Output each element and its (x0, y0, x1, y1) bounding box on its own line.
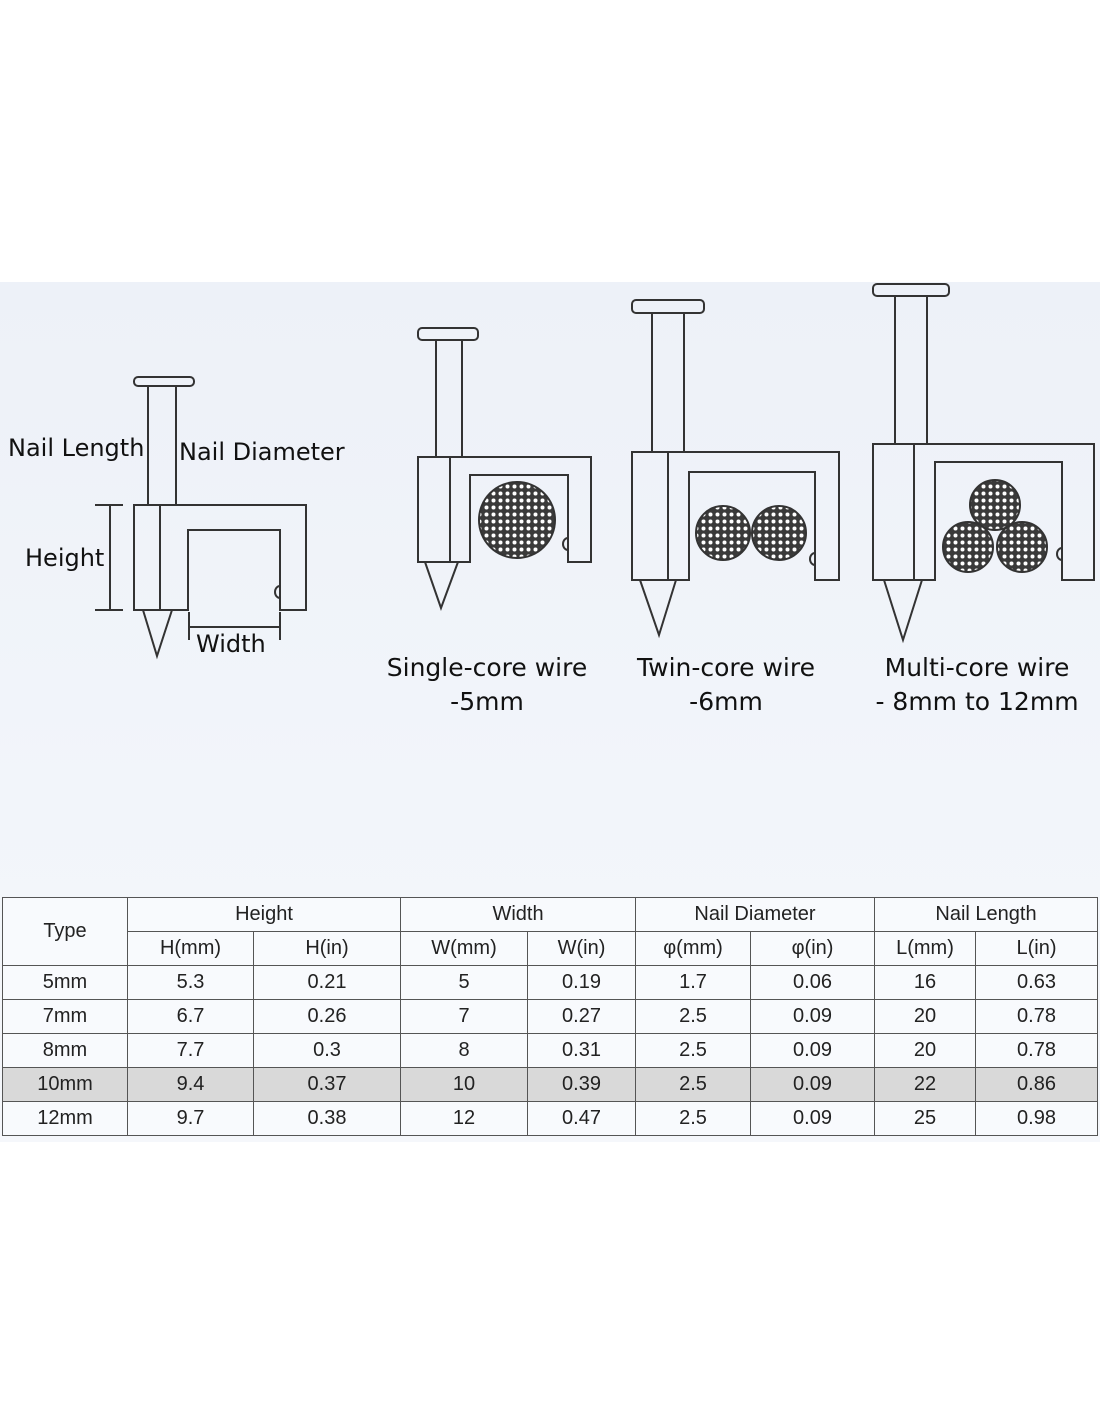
value-cell: 7.7 (127, 1033, 254, 1068)
value-cell: 1.7 (635, 965, 751, 1000)
value-cell: 0.09 (750, 999, 875, 1034)
height-label: Height (25, 544, 105, 572)
value-cell: 20 (874, 999, 976, 1034)
value-cell: 0.39 (527, 1067, 636, 1102)
twin-core-clip-drawing (631, 299, 840, 639)
width-label: Width (196, 630, 266, 658)
value-cell: 0.78 (975, 1033, 1098, 1068)
nail-length-label: Nail Length (8, 434, 145, 462)
value-cell: 0.78 (975, 999, 1098, 1034)
multi-core-clip-drawing (872, 283, 1095, 644)
caption-line: Single-core wire (386, 653, 588, 682)
value-cell: 0.19 (527, 965, 636, 1000)
type-cell: 10mm (2, 1067, 128, 1102)
value-cell: 0.3 (253, 1033, 401, 1068)
value-cell: 9.4 (127, 1067, 254, 1102)
single-core-clip-drawing (417, 327, 592, 611)
dimension-clip-drawing (95, 376, 307, 660)
caption-line: Multi-core wire (884, 653, 1070, 682)
column-header: H(in) (253, 931, 401, 966)
cable-clip-diagrams (95, 283, 1095, 660)
value-cell: 0.09 (750, 1067, 875, 1102)
value-cell: 10 (400, 1067, 528, 1102)
column-header: W(in) (527, 931, 636, 966)
value-cell: 12 (400, 1101, 528, 1136)
group-header: Nail Length (874, 897, 1098, 932)
value-cell: 0.37 (253, 1067, 401, 1102)
value-cell: 20 (874, 1033, 976, 1068)
caption-line: - 8mm to 12mm (875, 687, 1079, 716)
value-cell: 0.63 (975, 965, 1098, 1000)
nail-diameter-label: Nail Diameter (179, 438, 345, 466)
value-cell: 0.31 (527, 1033, 636, 1068)
type-cell: 5mm (2, 965, 128, 1000)
column-header: L(mm) (874, 931, 976, 966)
value-cell: 0.09 (750, 1033, 875, 1068)
value-cell: 22 (874, 1067, 976, 1102)
column-header: L(in) (975, 931, 1098, 966)
value-cell: 0.06 (750, 965, 875, 1000)
twin-core-caption: Twin-core wire -6mm (637, 651, 815, 719)
single-core-caption: Single-core wire -5mm (387, 651, 587, 719)
value-cell: 2.5 (635, 999, 751, 1034)
type-cell: 8mm (2, 1033, 128, 1068)
caption-line: -5mm (450, 687, 524, 716)
spec-table: Type Height Width Nail Diameter Nail Len… (2, 897, 1098, 1136)
column-header: φ(mm) (635, 931, 751, 966)
value-cell: 2.5 (635, 1033, 751, 1068)
group-header: Height (127, 897, 401, 932)
width-bracket (188, 612, 281, 640)
column-header: W(mm) (400, 931, 528, 966)
value-cell: 0.09 (750, 1101, 875, 1136)
column-header: H(mm) (127, 931, 254, 966)
group-header: Width (400, 897, 636, 932)
type-header: Type (2, 897, 128, 966)
group-header: Nail Diameter (635, 897, 875, 932)
multi-core-caption: Multi-core wire - 8mm to 12mm (875, 651, 1078, 719)
value-cell: 6.7 (127, 999, 254, 1034)
value-cell: 0.27 (527, 999, 636, 1034)
value-cell: 5 (400, 965, 528, 1000)
type-cell: 7mm (2, 999, 128, 1034)
caption-line: -6mm (689, 687, 763, 716)
value-cell: 9.7 (127, 1101, 254, 1136)
caption-line: Twin-core wire (637, 653, 815, 682)
value-cell: 7 (400, 999, 528, 1034)
type-cell: 12mm (2, 1101, 128, 1136)
value-cell: 0.38 (253, 1101, 401, 1136)
value-cell: 0.26 (253, 999, 401, 1034)
value-cell: 5.3 (127, 965, 254, 1000)
value-cell: 25 (874, 1101, 976, 1136)
column-header: φ(in) (750, 931, 875, 966)
value-cell: 8 (400, 1033, 528, 1068)
value-cell: 2.5 (635, 1067, 751, 1102)
value-cell: 16 (874, 965, 976, 1000)
value-cell: 0.47 (527, 1101, 636, 1136)
value-cell: 2.5 (635, 1101, 751, 1136)
height-bracket (95, 504, 123, 611)
value-cell: 0.86 (975, 1067, 1098, 1102)
value-cell: 0.98 (975, 1101, 1098, 1136)
value-cell: 0.21 (253, 965, 401, 1000)
